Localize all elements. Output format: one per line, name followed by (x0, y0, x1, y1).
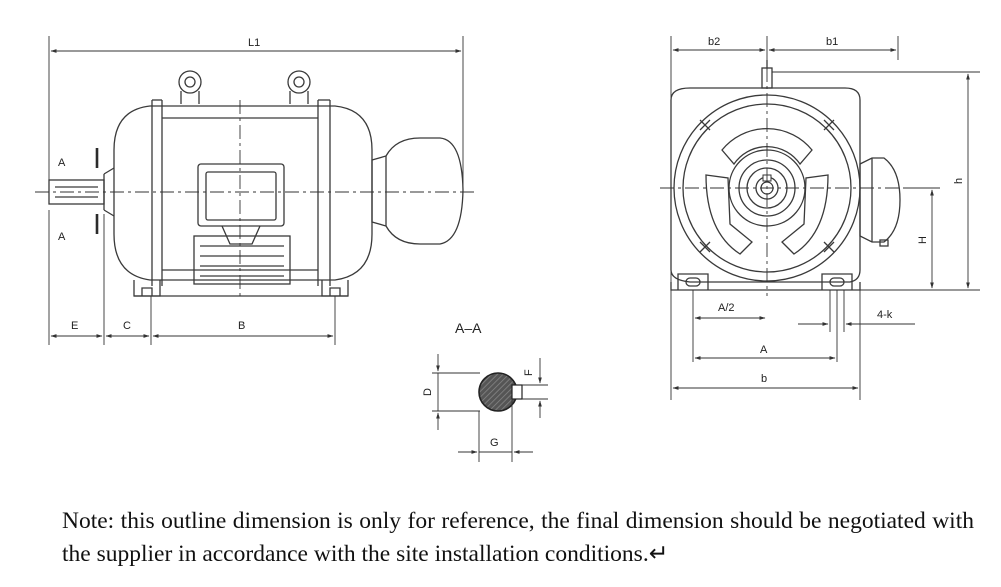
dim-label-e: E (71, 320, 78, 332)
dim-label-a-half: A/2 (718, 302, 735, 314)
rib-panel (193, 235, 291, 285)
dim-label-h-center: H (917, 236, 929, 244)
front-view: b2 b1 (660, 36, 980, 400)
dim-label-c: C (123, 320, 131, 332)
section-title-aa: A–A (455, 320, 482, 336)
lifting-eye-right (287, 70, 311, 104)
dim-label-a-front: A (760, 344, 768, 356)
dim-label-l1: L1 (248, 37, 260, 49)
dim-label-g: G (490, 437, 499, 449)
side-view: L1 A A (35, 36, 475, 345)
section-aa: A–A D F G (422, 320, 548, 462)
section-mark-a-bottom: A (58, 231, 66, 243)
section-mark-a-top: A (58, 157, 66, 169)
dim-label-b: B (238, 320, 245, 332)
dim-label-f: F (523, 369, 535, 376)
reference-note: Note: this outline dimension is only for… (62, 508, 974, 567)
dim-label-d: D (422, 388, 434, 396)
terminal-box (197, 163, 285, 227)
dim-label-4k: 4-k (877, 309, 893, 321)
dim-label-b1: b1 (826, 36, 838, 48)
front-housing (670, 87, 861, 283)
shaft-section (478, 372, 518, 412)
fan-cover (371, 137, 464, 245)
dim-label-h-total: h (953, 178, 965, 184)
motor-body (113, 105, 373, 281)
front-foot-left (677, 273, 709, 290)
front-foot-right (821, 273, 853, 290)
dim-label-b-front: b (761, 373, 767, 385)
front-terminal-box (859, 157, 901, 243)
lifting-eye-left (178, 70, 202, 104)
dim-label-b2: b2 (708, 36, 720, 48)
